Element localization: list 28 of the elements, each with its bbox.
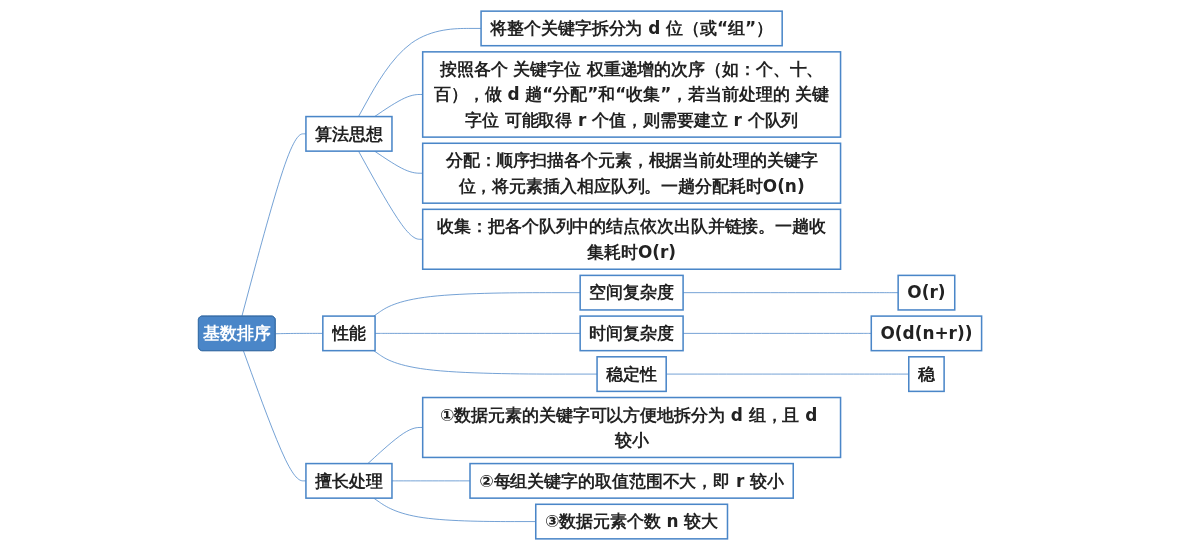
connector (357, 150, 423, 240)
node-box: 擅长处理 (304, 462, 393, 499)
node-box: 算法思想 (304, 115, 393, 152)
connector (372, 497, 536, 522)
node-box: 按照各个 关键字位 权重递增的次序（如：个、十、百），做 d 趟“分配”和“收集”，若当前处理的 关键字位 可能取得 r 个值，则需要建立 r 个队列 (421, 50, 841, 138)
node-box: 性能 (321, 314, 376, 351)
connector (366, 426, 423, 464)
connector (372, 349, 597, 374)
connector (391, 479, 470, 481)
node-box: 空间复杂度 (578, 274, 684, 311)
connector (357, 27, 481, 117)
node-box: 时间复杂度 (578, 314, 684, 351)
connector (373, 150, 423, 174)
node-box: O(r) (896, 274, 955, 311)
node-box: ①数据元素的关键字可以方便地拆分为 d 组，且 d 较小 (421, 396, 841, 458)
node-box: 稳定性 (595, 355, 667, 392)
node-box: ③数据元素个数 n 较大 (534, 503, 728, 540)
node-box: O(d(n+r)) (870, 314, 982, 351)
connector (240, 132, 306, 317)
connector (242, 350, 306, 481)
node-box: 分配：顺序扫描各个元素，根据当前处理的关键字位，将元素插入相应队列。一趟分配耗时O(n) (421, 142, 841, 204)
node-box: 稳 (907, 355, 945, 392)
node-box: 收集：把各个队列中的结点依次出队并链接。一趟收集耗时O(r) (421, 208, 841, 270)
node-box: ②每组关键字的取值范围不大，即 r 较小 (468, 462, 794, 499)
connector (665, 373, 909, 374)
node-box: 将整个关键字拆分为 d 位（或“组”） (479, 9, 783, 46)
connector (373, 93, 423, 117)
connector (274, 332, 323, 334)
